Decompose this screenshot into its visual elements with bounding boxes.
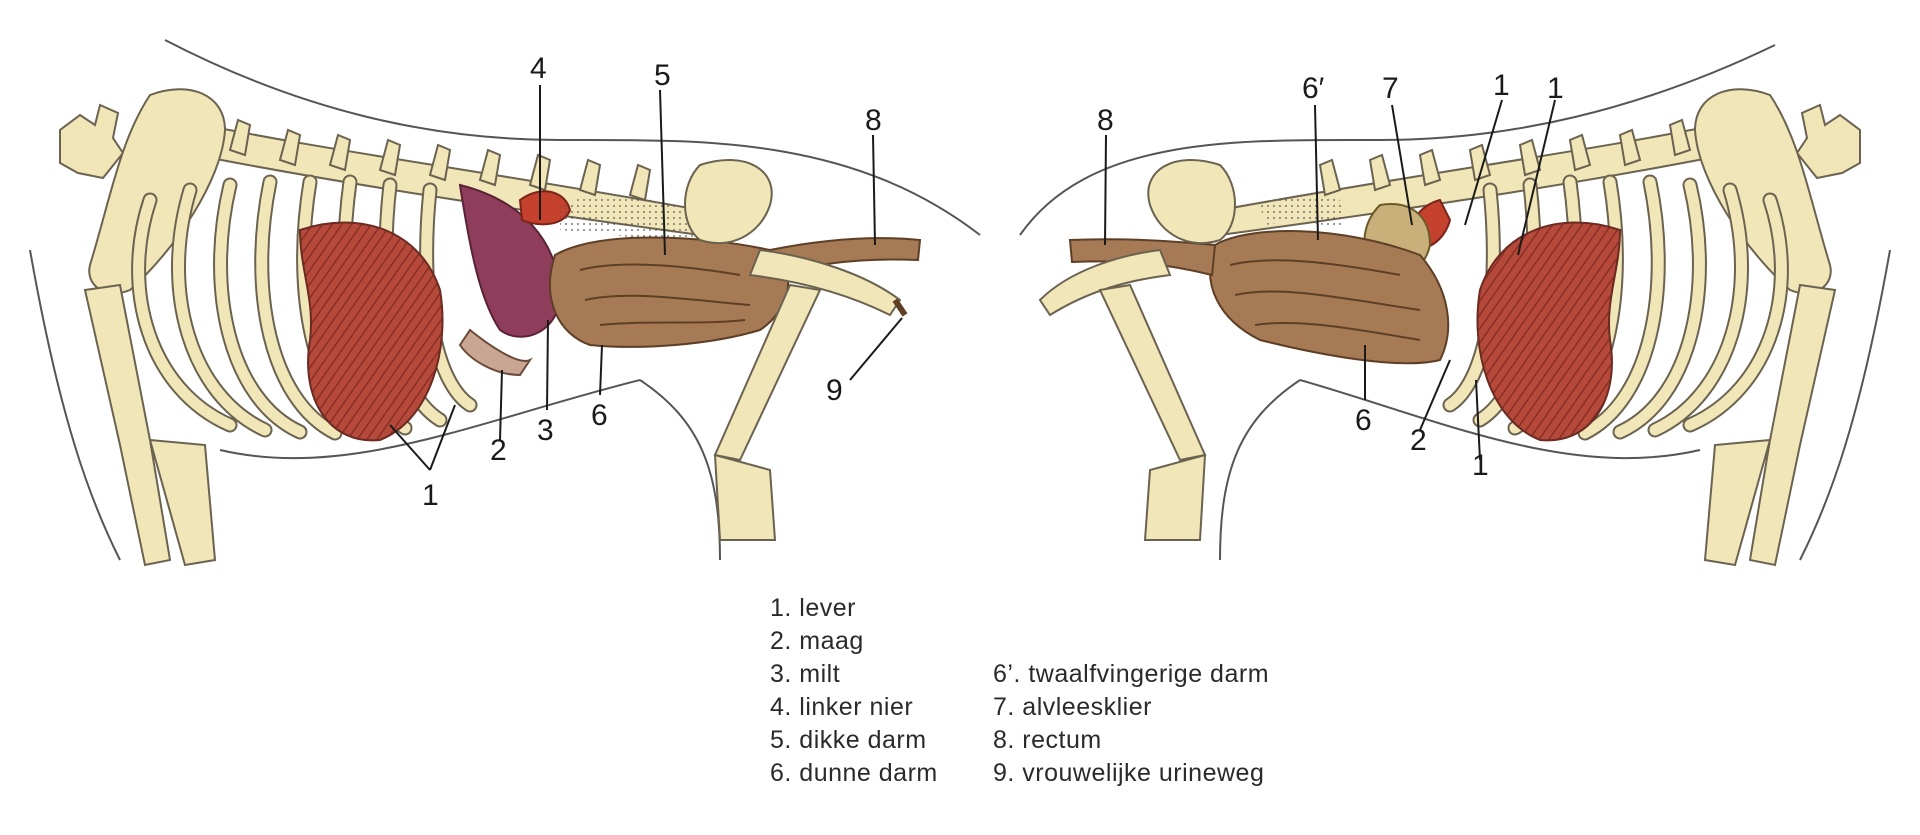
right-body-outline — [1019, 44, 1891, 561]
legend-item: 8. rectum — [993, 726, 1102, 754]
legend-item: 7. alvleesklier — [993, 693, 1152, 721]
legend-right: 6’. twaalfvingerige darm 7. alvleesklier… — [993, 658, 1269, 790]
legend-left: 1. lever 2. maag 3. milt 4. linker nier … — [770, 592, 938, 790]
left-liver — [298, 221, 444, 442]
callout-left-4: 4 — [530, 52, 547, 85]
callout-right-1c: 1 — [1472, 449, 1489, 482]
legend-item: 9. vrouwelijke urineweg — [993, 759, 1265, 787]
right-view: 6′ 7 1 1 8 6 2 1 — [1019, 44, 1891, 567]
callout-right-2: 2 — [1410, 424, 1427, 457]
right-liver — [1476, 221, 1622, 442]
callout-right-8: 8 — [1097, 104, 1114, 137]
legend-item: 3. milt — [770, 660, 841, 688]
callout-left-6: 6 — [591, 399, 608, 432]
left-stomach — [458, 328, 533, 377]
left-pelvis — [684, 159, 902, 317]
callout-right-7: 7 — [1382, 72, 1399, 105]
callout-right-6-prime: 6′ — [1302, 72, 1325, 105]
callout-right-1a: 1 — [1493, 69, 1510, 102]
legend-item: 6’. twaalfvingerige darm — [993, 660, 1270, 688]
legend-item: 2. maag — [770, 627, 864, 655]
callout-left-8: 8 — [865, 104, 882, 137]
right-forelimb — [1703, 283, 1837, 567]
legend-item: 1. lever — [770, 594, 856, 622]
left-body-outline — [29, 39, 981, 561]
left-mesentery — [560, 195, 720, 245]
right-mesentery — [1260, 194, 1345, 230]
right-pelvis — [1038, 159, 1236, 317]
right-scapula — [1693, 88, 1832, 295]
left-forelimb — [83, 283, 217, 567]
callout-left-3: 3 — [537, 414, 554, 447]
left-hindlimb — [713, 283, 822, 541]
left-urethra — [892, 298, 908, 317]
legend-item: 4. linker nier — [770, 693, 914, 721]
left-view: 4 5 8 9 2 3 6 1 — [29, 39, 981, 567]
left-scapula — [88, 88, 227, 295]
legend-item: 6. dunne darm — [770, 759, 938, 787]
right-spine — [1219, 103, 1861, 237]
callout-right-6: 6 — [1355, 404, 1372, 437]
callout-left-1: 1 — [422, 479, 439, 512]
legend-item: 5. dikke darm — [770, 726, 927, 754]
callout-right-1b: 1 — [1547, 72, 1564, 105]
right-hindlimb — [1098, 283, 1207, 541]
callout-left-2: 2 — [490, 434, 507, 467]
left-intestine — [549, 236, 789, 348]
callout-left-5: 5 — [654, 59, 671, 92]
callout-left-9: 9 — [826, 374, 843, 407]
